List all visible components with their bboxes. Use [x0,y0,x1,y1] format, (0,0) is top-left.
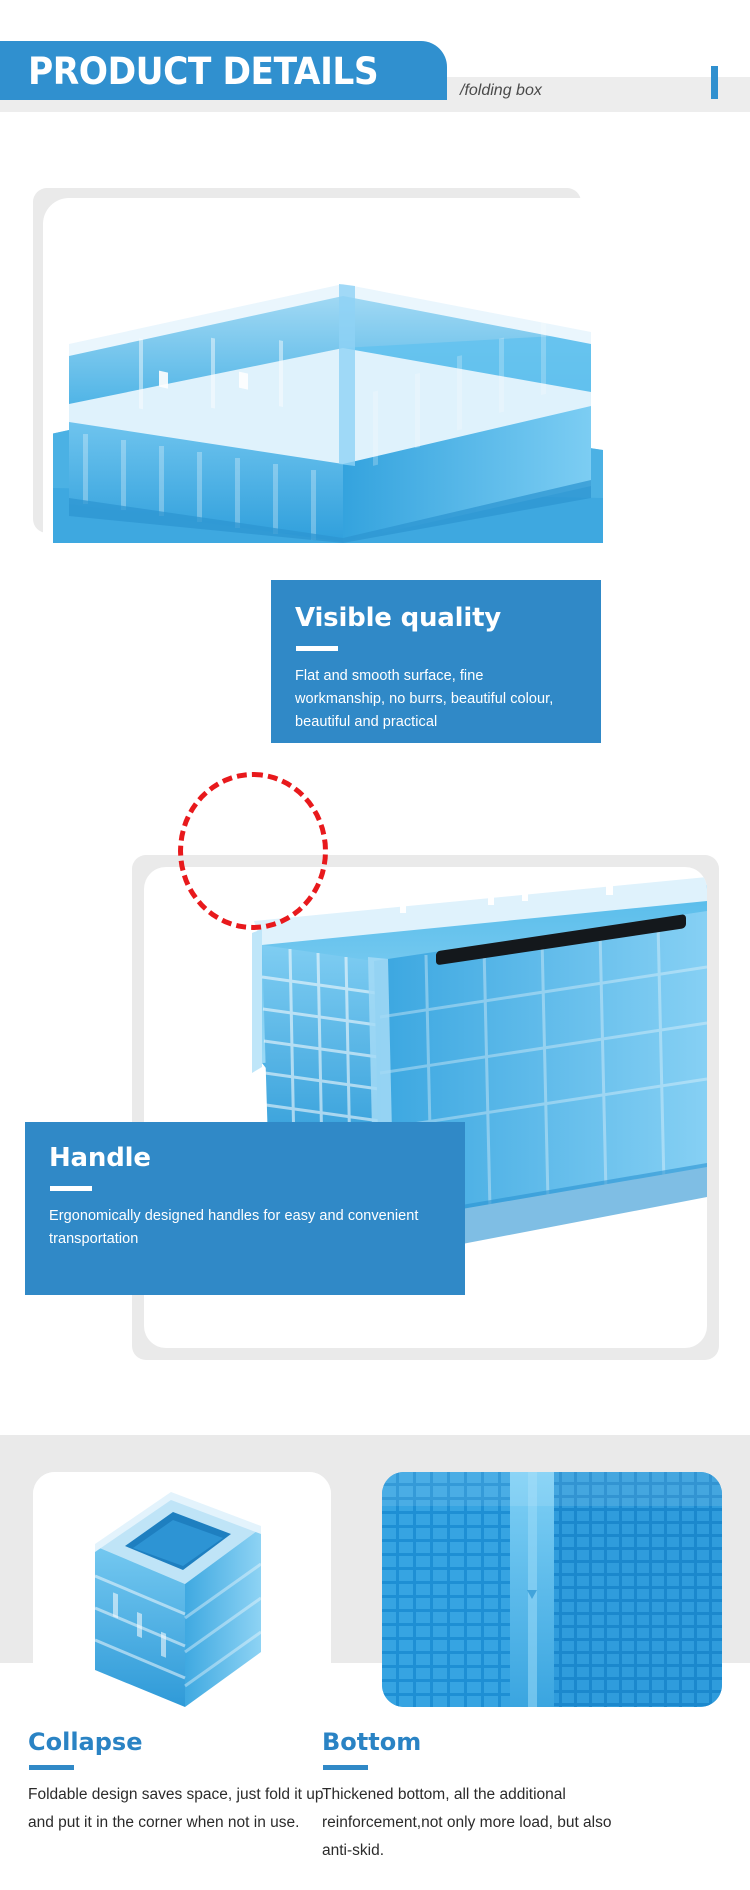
header-subtitle: /folding box [460,82,542,99]
callout-text: Ergonomically designed handles for easy … [49,1208,419,1247]
callout-rule [50,1186,92,1191]
page-header: PRODUCT DETAILS /folding box [0,0,750,120]
callout-title: Visible quality [295,603,502,633]
dashed-circle-highlight-icon [178,772,328,930]
callout-rule [296,646,338,651]
feature-bottom-text: Thickened bottom, all the additional rei… [322,1786,612,1859]
feature-bottom-title: Bottom [322,1728,422,1756]
callout-title: Handle [49,1143,151,1173]
page-title: PRODUCT DETAILS [28,50,379,93]
callout-visible-quality: Visible quality Flat and smooth surface,… [271,580,601,743]
header-blue-banner [0,41,447,100]
feature-collapse-rule [29,1765,74,1770]
feature-collapse-text: Foldable design saves space, just fold i… [28,1786,324,1831]
vertical-bar-icon [711,66,718,99]
callout-text: Flat and smooth surface, fine workmanshi… [295,668,554,730]
section-visible-quality-photo [43,198,603,543]
feature-collapse-title: Collapse [28,1728,143,1756]
callout-handle: Handle Ergonomically designed handles fo… [25,1122,465,1295]
feature-collapse-photo [33,1472,331,1707]
feature-bottom-photo [382,1472,722,1707]
feature-bottom-rule [323,1765,368,1770]
